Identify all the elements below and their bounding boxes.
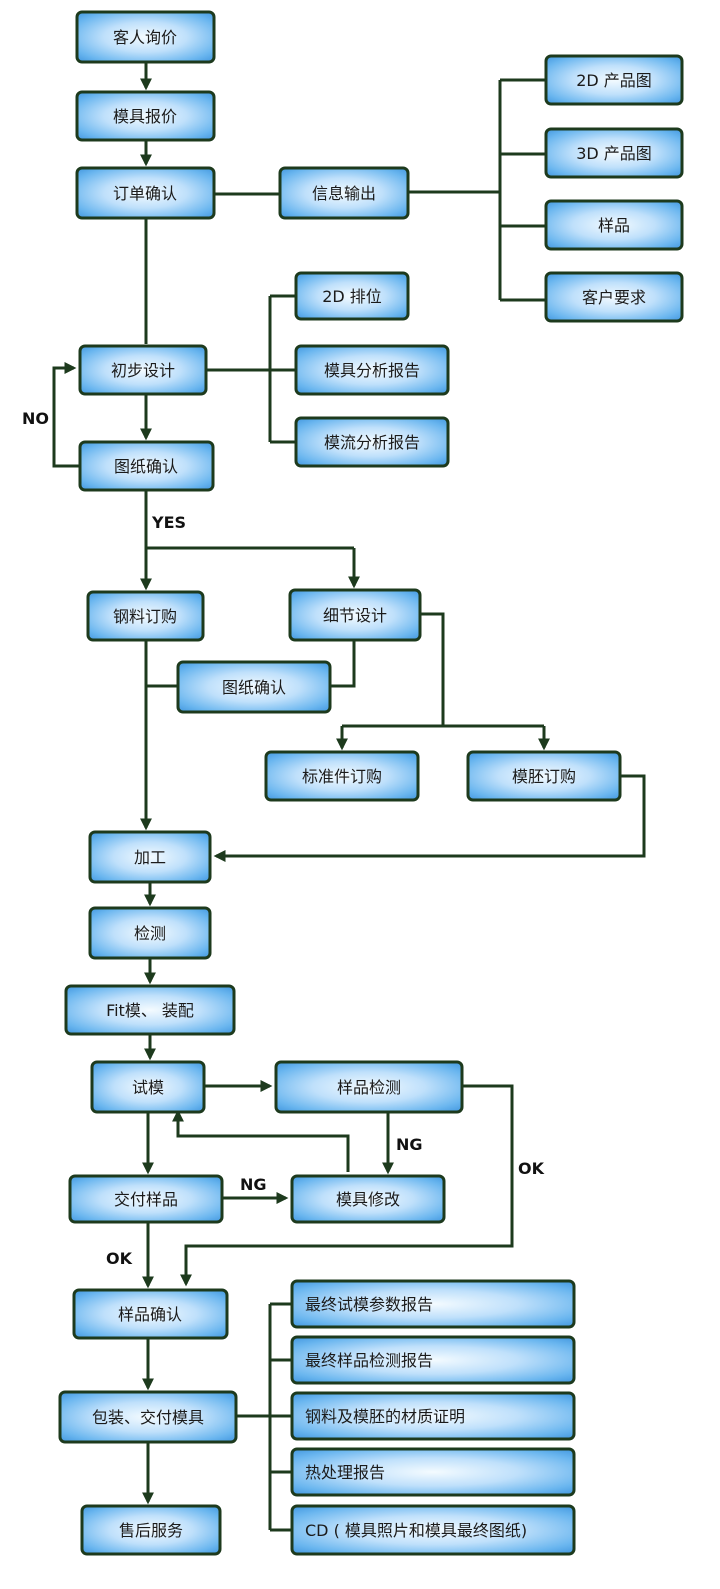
- nodes: 客人询价 模具报价 订单确认 信息输出 2D 产品图 3D 产品图 样品 客户: [58, 10, 684, 1556]
- node-layout-2d: 2D 排位: [294, 271, 410, 321]
- node-mold-analysis: 模具分析报告: [294, 344, 450, 396]
- label-ng-sample-inspection: NG: [396, 1135, 423, 1154]
- node-report-final-trial-label: 最终试模参数报告: [305, 1295, 433, 1314]
- node-trial-label: 试模: [132, 1078, 164, 1097]
- node-detail-design: 细节设计: [288, 588, 422, 642]
- node-product-2d: 2D 产品图: [544, 54, 684, 106]
- node-standard-parts-label: 标准件订购: [302, 767, 382, 786]
- node-inspection: 检测: [88, 906, 212, 960]
- node-sample-confirm: 样品确认: [72, 1288, 229, 1340]
- node-drawing-confirm-2: 图纸确认: [176, 660, 332, 714]
- node-mold-analysis-label: 模具分析报告: [324, 361, 420, 380]
- node-after-sales-label: 售后服务: [119, 1521, 183, 1540]
- node-info-output-label: 信息输出: [312, 184, 376, 203]
- node-sample: 样品: [544, 199, 684, 251]
- node-steel-purchase: 钢料订购: [86, 590, 205, 642]
- label-no: NO: [22, 409, 49, 428]
- edge-detail-drawing2: [330, 640, 356, 688]
- label-ng-deliver: NG: [240, 1175, 267, 1194]
- node-report-heat: 热处理报告: [290, 1447, 576, 1497]
- node-prelim-design-label: 初步设计: [111, 361, 175, 380]
- node-product-2d-label: 2D 产品图: [576, 71, 652, 90]
- node-report-heat-label: 热处理报告: [305, 1463, 385, 1482]
- node-info-output: 信息输出: [278, 166, 410, 220]
- node-order-confirm: 订单确认: [75, 166, 216, 220]
- node-prelim-design: 初步设计: [78, 344, 208, 396]
- node-steel-purchase-label: 钢料订购: [113, 607, 177, 626]
- edge-labels: NO YES NG NG OK OK: [22, 409, 545, 1268]
- node-quote: 模具报价: [75, 90, 216, 142]
- node-report-material-label: 钢料及模胚的材质证明: [305, 1407, 465, 1426]
- node-mold-base-label: 模胚订购: [512, 767, 576, 786]
- node-customer-req: 客户要求: [544, 271, 684, 323]
- node-report-final-sample: 最终样品检测报告: [290, 1335, 576, 1385]
- node-layout-2d-label: 2D 排位: [322, 287, 382, 306]
- node-mold-modify-label: 模具修改: [336, 1190, 400, 1209]
- node-report-final-sample-label: 最终样品检测报告: [305, 1351, 433, 1370]
- node-sample-inspection-label: 样品检测: [337, 1078, 401, 1097]
- node-report-cd: CD ( 模具照片和模具最终图纸): [290, 1504, 576, 1556]
- node-deliver-samples-label: 交付样品: [114, 1190, 178, 1209]
- node-sample-confirm-label: 样品确认: [118, 1305, 182, 1324]
- edge-sampleinsp-ok: [180, 1084, 514, 1287]
- node-standard-parts: 标准件订购: [264, 750, 420, 802]
- node-drawing-confirm-1-label: 图纸确认: [114, 457, 178, 476]
- node-fit-assembly: Fit模、 装配: [64, 984, 236, 1036]
- node-fit-assembly-label: Fit模、 装配: [106, 1001, 194, 1020]
- node-sample-inspection: 样品检测: [274, 1060, 464, 1114]
- edge-no-loop: [52, 362, 80, 468]
- label-ok-deliver: OK: [106, 1249, 133, 1268]
- node-product-3d: 3D 产品图: [544, 127, 684, 179]
- node-deliver-samples: 交付样品: [68, 1174, 224, 1224]
- node-after-sales: 售后服务: [80, 1504, 222, 1556]
- node-flow-analysis: 模流分析报告: [294, 416, 450, 468]
- node-machining-label: 加工: [134, 848, 166, 867]
- node-inspection-label: 检测: [134, 924, 166, 943]
- node-drawing-confirm-2-label: 图纸确认: [222, 678, 286, 697]
- node-drawing-confirm-1: 图纸确认: [78, 440, 215, 492]
- label-yes: YES: [151, 513, 186, 532]
- node-inquiry-label: 客人询价: [113, 28, 177, 47]
- node-report-final-trial: 最终试模参数报告: [290, 1279, 576, 1329]
- node-report-cd-label: CD ( 模具照片和模具最终图纸): [305, 1521, 527, 1540]
- node-mold-base: 模胚订购: [466, 750, 622, 802]
- label-ok-sample-inspection: OK: [518, 1159, 545, 1178]
- node-sample-label: 样品: [598, 216, 630, 235]
- node-inquiry: 客人询价: [75, 10, 216, 64]
- edge-modify-trial: [172, 1109, 350, 1172]
- edge-moldbase-machining: [213, 774, 646, 862]
- node-pack-deliver: 包装、交付模具: [58, 1390, 238, 1444]
- node-flow-analysis-label: 模流分析报告: [324, 433, 420, 452]
- node-detail-design-label: 细节设计: [323, 606, 387, 625]
- node-pack-deliver-label: 包装、交付模具: [92, 1408, 204, 1427]
- node-product-3d-label: 3D 产品图: [576, 144, 652, 163]
- node-order-confirm-label: 订单确认: [113, 184, 177, 203]
- node-report-material: 钢料及模胚的材质证明: [290, 1391, 576, 1441]
- node-mold-modify: 模具修改: [290, 1174, 446, 1224]
- node-quote-label: 模具报价: [113, 107, 177, 126]
- node-machining: 加工: [88, 830, 212, 884]
- node-customer-req-label: 客户要求: [582, 288, 646, 307]
- node-trial: 试模: [90, 1060, 206, 1114]
- edge-detail-parts: [420, 612, 445, 726]
- connectors: [52, 62, 646, 1532]
